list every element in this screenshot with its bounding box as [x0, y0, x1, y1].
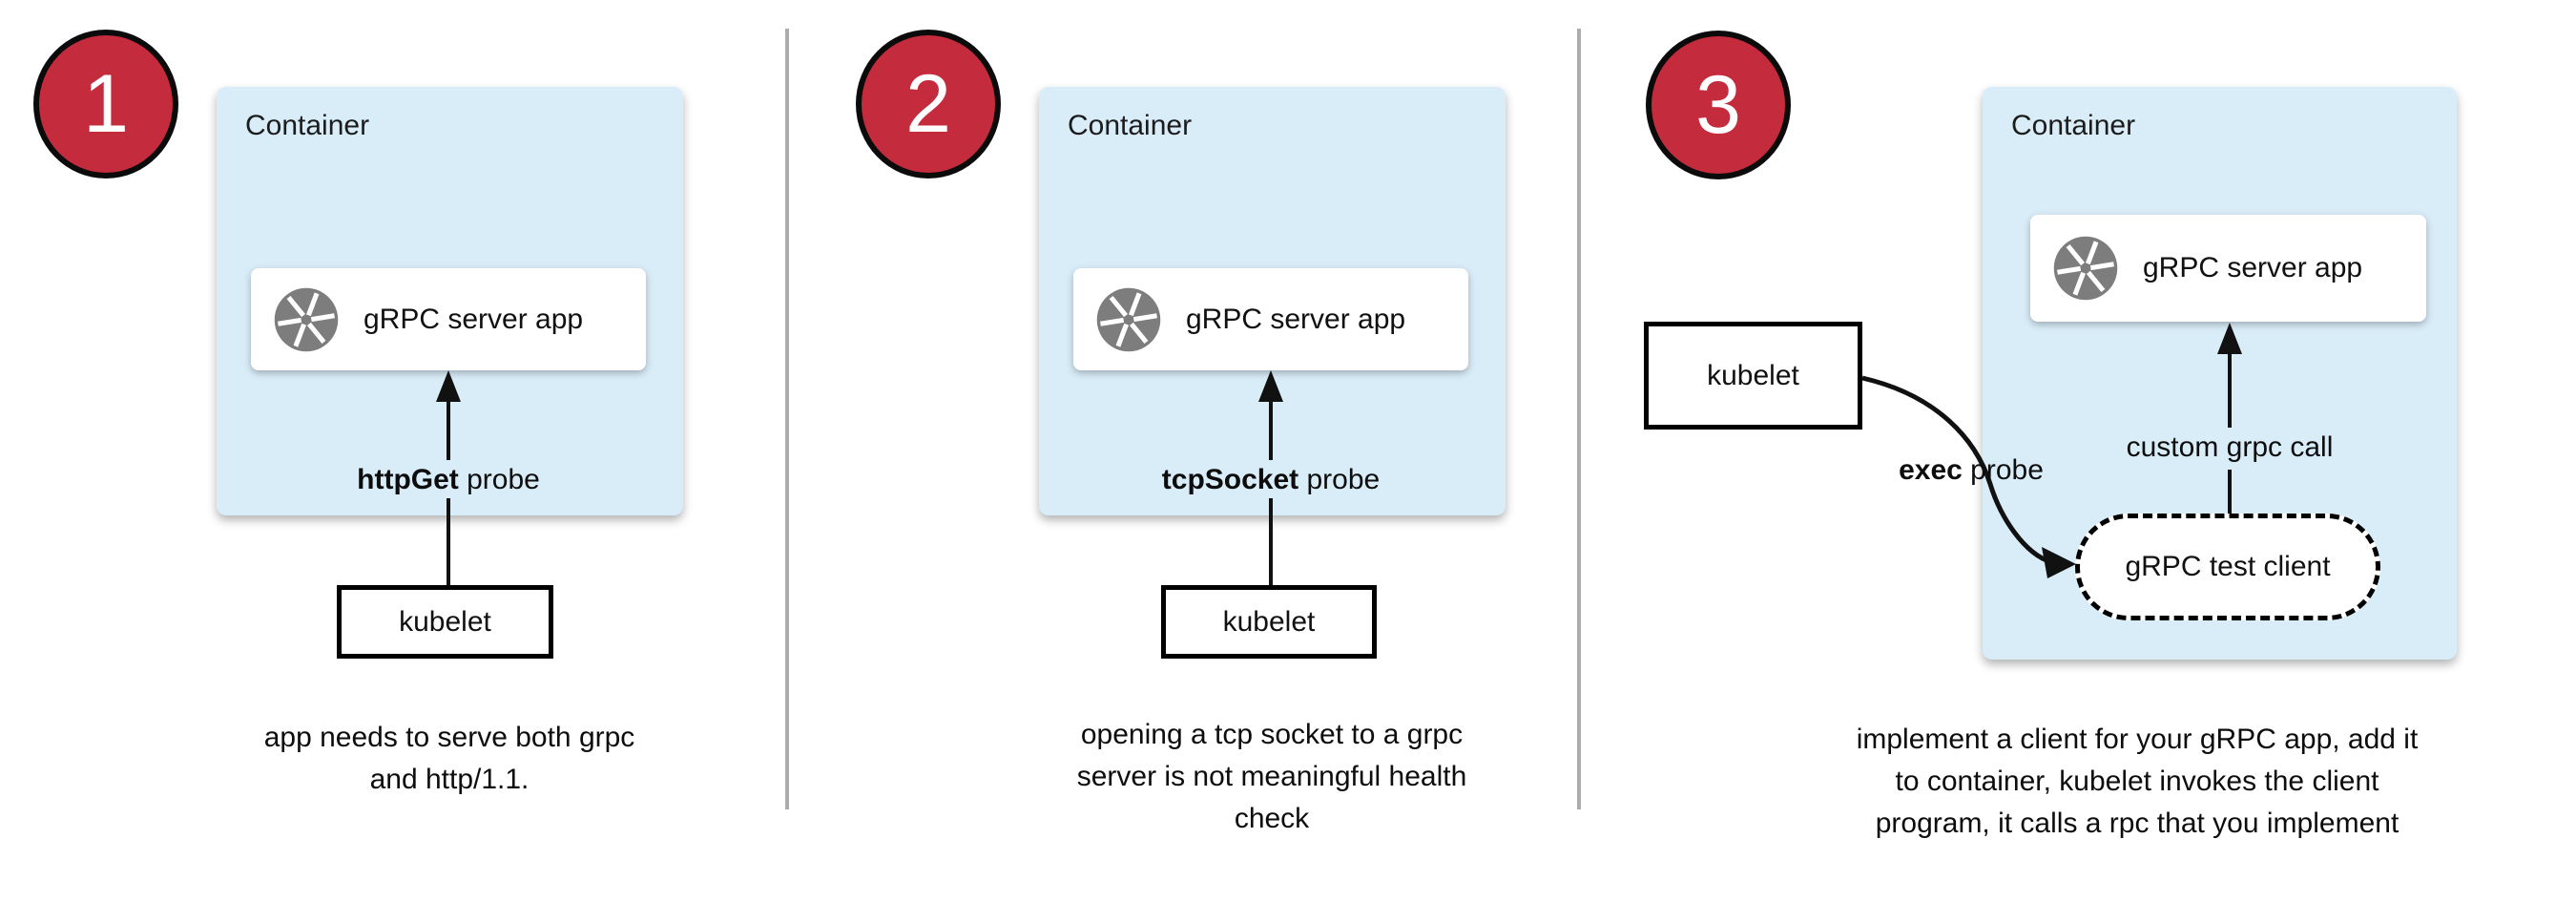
container-label: Container: [2011, 110, 2136, 141]
tcpsocket-probe-label: tcpSocket probe: [1162, 464, 1380, 496]
kubelet-label: kubelet: [1222, 605, 1316, 638]
probe-word: probe: [1298, 464, 1381, 495]
container-label: Container: [1068, 110, 1193, 141]
caption-line: implement a client for your gRPC app, ad…: [1856, 724, 2419, 755]
probe-word: probe: [1962, 454, 2044, 486]
grpc-server-app-card-1: gRPC server app: [251, 268, 646, 370]
caption-line: and http/1.1.: [369, 764, 530, 795]
panel-caption-3: implement a client for your gRPC app, ad…: [1857, 719, 2419, 845]
exec-probe-label: exec probe: [1899, 454, 2044, 487]
caption-line: app needs to serve both grpc: [263, 722, 635, 753]
panel-divider: [1577, 29, 1581, 809]
grpc-server-app-card-2: gRPC server app: [1073, 268, 1468, 370]
custom-grpc-call-label: custom grpc call: [2126, 431, 2334, 463]
grpc-server-app-label: gRPC server app: [1186, 303, 1406, 335]
probe-type: tcpSocket: [1161, 464, 1299, 495]
step-badge-2: 2: [856, 30, 1001, 178]
kubelet-box-1: kubelet: [337, 585, 553, 659]
step-number: 2: [905, 57, 951, 150]
container-label: Container: [245, 110, 370, 141]
panel-divider: [785, 29, 789, 809]
caption-line: server is not meaningful health: [1076, 761, 1467, 792]
grpc-test-client-label: gRPC test client: [2125, 551, 2331, 582]
kubelet-label: kubelet: [399, 605, 491, 638]
step-number: 3: [1695, 58, 1741, 151]
probe-type: httpGet: [357, 464, 459, 495]
caption-line: opening a tcp socket to a grpc: [1080, 719, 1464, 750]
kubelet-label: kubelet: [1707, 359, 1799, 391]
aperture-icon: [2053, 236, 2118, 301]
step-badge-1: 1: [33, 30, 178, 178]
step-badge-3: 3: [1646, 31, 1791, 179]
grpc-server-app-label: gRPC server app: [364, 303, 584, 335]
probe-type: exec: [1899, 454, 1963, 486]
caption-line: to container, kubelet invokes the client: [1895, 766, 2379, 797]
step-number: 1: [83, 57, 129, 150]
panel-caption-2: opening a tcp socket to a grpc server is…: [1077, 714, 1467, 840]
grpc-server-app-label: gRPC server app: [2143, 252, 2363, 283]
aperture-icon: [274, 287, 339, 351]
kubelet-box-3: kubelet: [1644, 322, 1862, 430]
caption-line: check: [1234, 803, 1310, 834]
caption-line: program, it calls a rpc that you impleme…: [1875, 808, 2399, 839]
grpc-server-app-card-3: gRPC server app: [2030, 215, 2426, 322]
aperture-icon: [1096, 287, 1161, 351]
panel-caption-1: app needs to serve both grpc and http/1.…: [264, 717, 635, 801]
httpget-probe-label: httpGet probe: [357, 464, 540, 496]
kubelet-box-2: kubelet: [1161, 585, 1377, 659]
grpc-test-client-box: gRPC test client: [2075, 514, 2380, 620]
probe-word: probe: [458, 464, 540, 495]
